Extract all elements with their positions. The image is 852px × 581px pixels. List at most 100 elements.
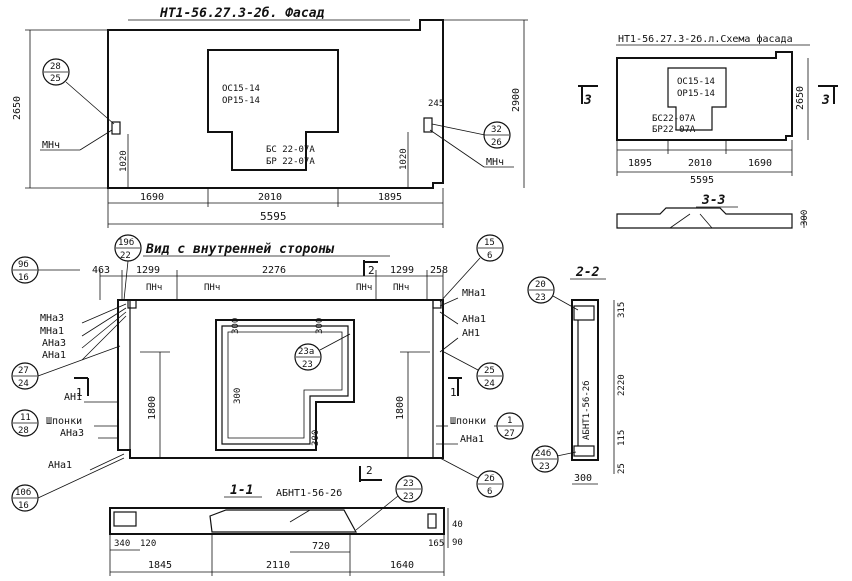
svg-text:1: 1 <box>507 416 512 426</box>
facade-door-mark-1: БС 22-07А <box>266 145 315 155</box>
schema-door-2: БР22-07А <box>652 125 696 135</box>
svg-text:23: 23 <box>403 479 414 489</box>
left-label-1: МНа3 <box>40 313 64 324</box>
callout-23a-23: 23а 23 <box>294 333 351 371</box>
facade-dim-2: 2010 <box>258 192 282 203</box>
right-label-3: АН1 <box>462 328 480 339</box>
svg-text:6: 6 <box>487 487 492 497</box>
section-11-title: 1-1 <box>230 483 253 498</box>
section-22-bottom-detail <box>573 445 595 457</box>
inner-title: Вид с внутренней стороны <box>145 242 335 257</box>
left-label-8: АНа1 <box>48 460 72 471</box>
facade-small-dim: 245 <box>428 99 444 109</box>
svg-text:23: 23 <box>403 492 414 502</box>
frame-dim-2: 300 <box>315 318 325 334</box>
section-11-left-detail <box>113 511 137 527</box>
facade-mnch-right: МНч <box>486 157 504 168</box>
svg-text:24: 24 <box>484 379 495 389</box>
svg-text:16: 16 <box>18 501 29 511</box>
svg-text:23: 23 <box>535 293 546 303</box>
svg-text:2б: 2б <box>484 473 495 484</box>
section-22-top-detail <box>573 305 595 321</box>
inner-dim-5: 258 <box>430 265 448 276</box>
s11-dim-4: 165 <box>428 539 444 549</box>
svg-text:11: 11 <box>20 413 31 423</box>
facade-door-mark-2: БР 22-07А <box>266 157 315 167</box>
frame-dim-4: 300 <box>311 430 321 446</box>
svg-text:24: 24 <box>18 379 29 389</box>
s11-bottom-3: 1640 <box>390 560 414 571</box>
section-11-right-detail <box>427 513 437 529</box>
s22-dim-2: 2220 <box>617 374 627 396</box>
schema-door-1: БС22-07А <box>652 114 696 124</box>
callout-32-26-bottom: 26 <box>491 138 502 148</box>
s11-dim-3: 720 <box>312 541 330 552</box>
s11-dim-1: 340 <box>114 539 130 549</box>
s11-dim-5: 40 <box>452 520 463 530</box>
schema-overall: 5595 <box>690 175 714 186</box>
facade-overall: 5595 <box>260 210 287 223</box>
facade-sill-right: 1020 <box>399 148 409 170</box>
callout-28-25-bottom: 25 <box>50 74 61 84</box>
callout-1-27: 1 27 <box>494 412 524 440</box>
svg-text:23: 23 <box>539 462 550 472</box>
inner-cut-right: 1 <box>450 386 457 399</box>
inner-view: Вид с внутренней стороны 463 1299 2276 1… <box>40 242 486 482</box>
s11-dim-2: 120 <box>140 539 156 549</box>
schema-view: НТ1-56.27.3-2б.л.Схема фасада ОС15-14 ОР… <box>578 33 838 229</box>
schema-dim-3: 1690 <box>748 158 772 169</box>
facade-dim-1: 1690 <box>140 192 164 203</box>
callout-10b-16: 10б 16 <box>11 457 125 512</box>
s11-bottom-2: 2110 <box>266 560 290 571</box>
schema-window-1: ОС15-14 <box>677 77 715 87</box>
facade-title: НТ1-56.27.3-2б. Фасад <box>159 6 325 21</box>
left-label-5: АН1 <box>64 392 82 403</box>
svg-text:15: 15 <box>484 238 495 248</box>
inner-cut-left: 1 <box>76 386 83 399</box>
svg-text:6: 6 <box>487 251 492 261</box>
svg-text:27: 27 <box>18 366 29 376</box>
facade-window-mark-1: ОС15-14 <box>222 84 260 94</box>
schema-cut-right: 3 <box>821 93 830 108</box>
schema-height: 2650 <box>795 86 806 110</box>
s22-width: 300 <box>574 473 592 484</box>
right-label-4: Шпонки <box>450 416 486 427</box>
svg-text:23: 23 <box>302 360 313 370</box>
callout-2b-6: 2б 6 <box>439 457 504 498</box>
facade-mnch-left: МНч <box>42 140 60 151</box>
right-label-1: МНа1 <box>462 288 486 299</box>
svg-text:19б: 19б <box>118 237 134 248</box>
inner-dim-3: 2276 <box>262 265 286 276</box>
svg-text:16: 16 <box>18 273 29 283</box>
right-label-2: АНа1 <box>462 314 486 325</box>
callout-32-26-top: 32 <box>491 125 502 135</box>
inner-cut-top: 2 <box>368 264 375 277</box>
schema-window-2: ОР15-14 <box>677 89 715 99</box>
s22-dim-1: 315 <box>617 302 627 318</box>
svg-text:22: 22 <box>120 251 131 261</box>
s11-dim-6: 90 <box>452 538 463 548</box>
pnch-2: ПНч <box>204 283 220 293</box>
svg-text:28: 28 <box>18 426 29 436</box>
svg-text:24б: 24б <box>535 448 551 459</box>
s22-dim-3: 115 <box>617 430 627 446</box>
callout-25-24: 25 24 <box>443 351 504 390</box>
svg-text:20: 20 <box>535 280 546 290</box>
facade-view: НТ1-56.27.3-2б. Фасад ОС15-14 ОР15-14 БС… <box>12 6 528 228</box>
inner-dim-2: 1299 <box>136 265 160 276</box>
facade-sill-left: 1020 <box>119 150 129 172</box>
svg-text:23а: 23а <box>298 347 314 357</box>
callout-19b-22: 19б 22 <box>114 234 142 301</box>
pnch-3: ПНч <box>356 283 372 293</box>
left-label-7: АНа3 <box>60 428 84 439</box>
inner-dim-4: 1299 <box>390 265 414 276</box>
inner-callouts: 9б 16 19б 22 15 6 27 24 11 28 <box>11 234 524 512</box>
svg-text:25: 25 <box>484 366 495 376</box>
schema-title: НТ1-56.27.3-2б.л.Схема фасада <box>618 33 793 45</box>
callout-15-6: 15 6 <box>439 234 504 303</box>
callout-24b-23: 24б 23 <box>531 445 577 473</box>
svg-text:9б: 9б <box>18 259 29 270</box>
schema-dim-2: 2010 <box>688 158 712 169</box>
callout-28-25 <box>42 58 70 86</box>
